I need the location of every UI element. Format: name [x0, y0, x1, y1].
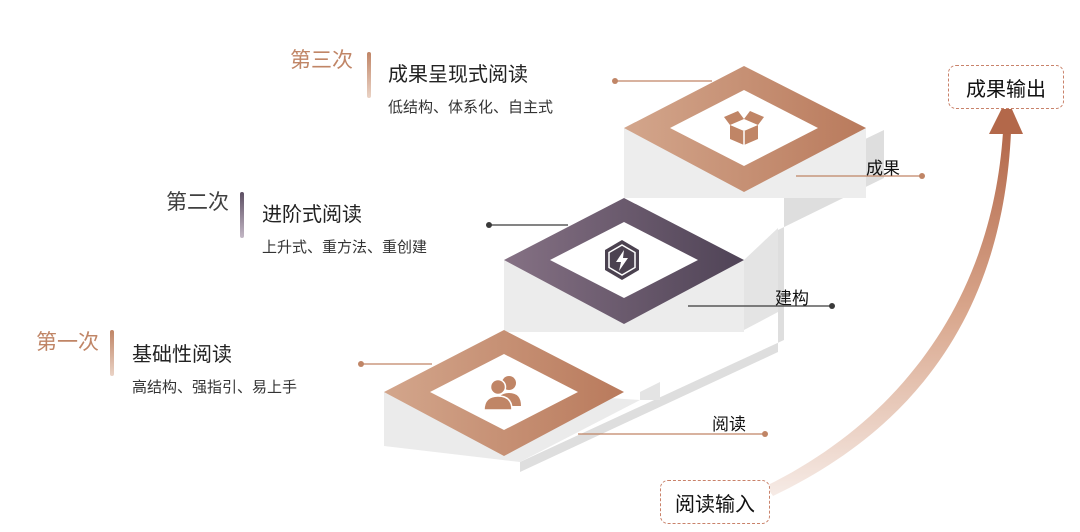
step-riser-3	[744, 228, 778, 330]
level-2-subtitle: 上升式、重方法、重创建	[262, 238, 428, 256]
level-1-label: 第一次	[36, 330, 99, 354]
level-3-subtitle: 低结构、体系化、自主式	[388, 98, 554, 116]
stage-label-reading: 阅读	[712, 415, 746, 435]
level-3-accent-bar	[367, 52, 371, 98]
level-3-title: 成果呈现式阅读	[388, 62, 528, 86]
leader-dot-result	[919, 173, 925, 179]
level-2-label: 第二次	[166, 190, 229, 214]
input-box: 阅读输入	[660, 480, 770, 524]
level-2-accent-bar	[240, 192, 244, 238]
level-1-title: 基础性阅读	[132, 342, 232, 366]
growth-arrow-curve	[766, 132, 1011, 496]
step-3-inner	[670, 90, 818, 166]
staircase-shadow	[520, 130, 884, 472]
level-2-title: 进阶式阅读	[262, 202, 362, 226]
lightning-hexagon-icon	[605, 240, 639, 280]
level-1-accent-bar	[110, 330, 114, 376]
open-box-icon	[724, 111, 764, 145]
leader-dot-step-3	[612, 78, 618, 84]
stage-label-result: 成果	[866, 159, 900, 179]
growth-arrow-head	[989, 98, 1023, 134]
leader-dot-step-1	[358, 361, 364, 367]
level-3-label: 第三次	[290, 48, 353, 72]
output-box: 成果输出	[948, 65, 1064, 109]
leader-dot-step-2	[486, 222, 492, 228]
users-icon	[483, 376, 521, 411]
leader-dot-reading	[762, 431, 768, 437]
leader-dot-construct	[829, 303, 835, 309]
stage-label-construct: 建构	[775, 289, 809, 309]
level-1-subtitle: 高结构、强指引、易上手	[132, 378, 298, 396]
step-riser-2	[640, 382, 660, 400]
